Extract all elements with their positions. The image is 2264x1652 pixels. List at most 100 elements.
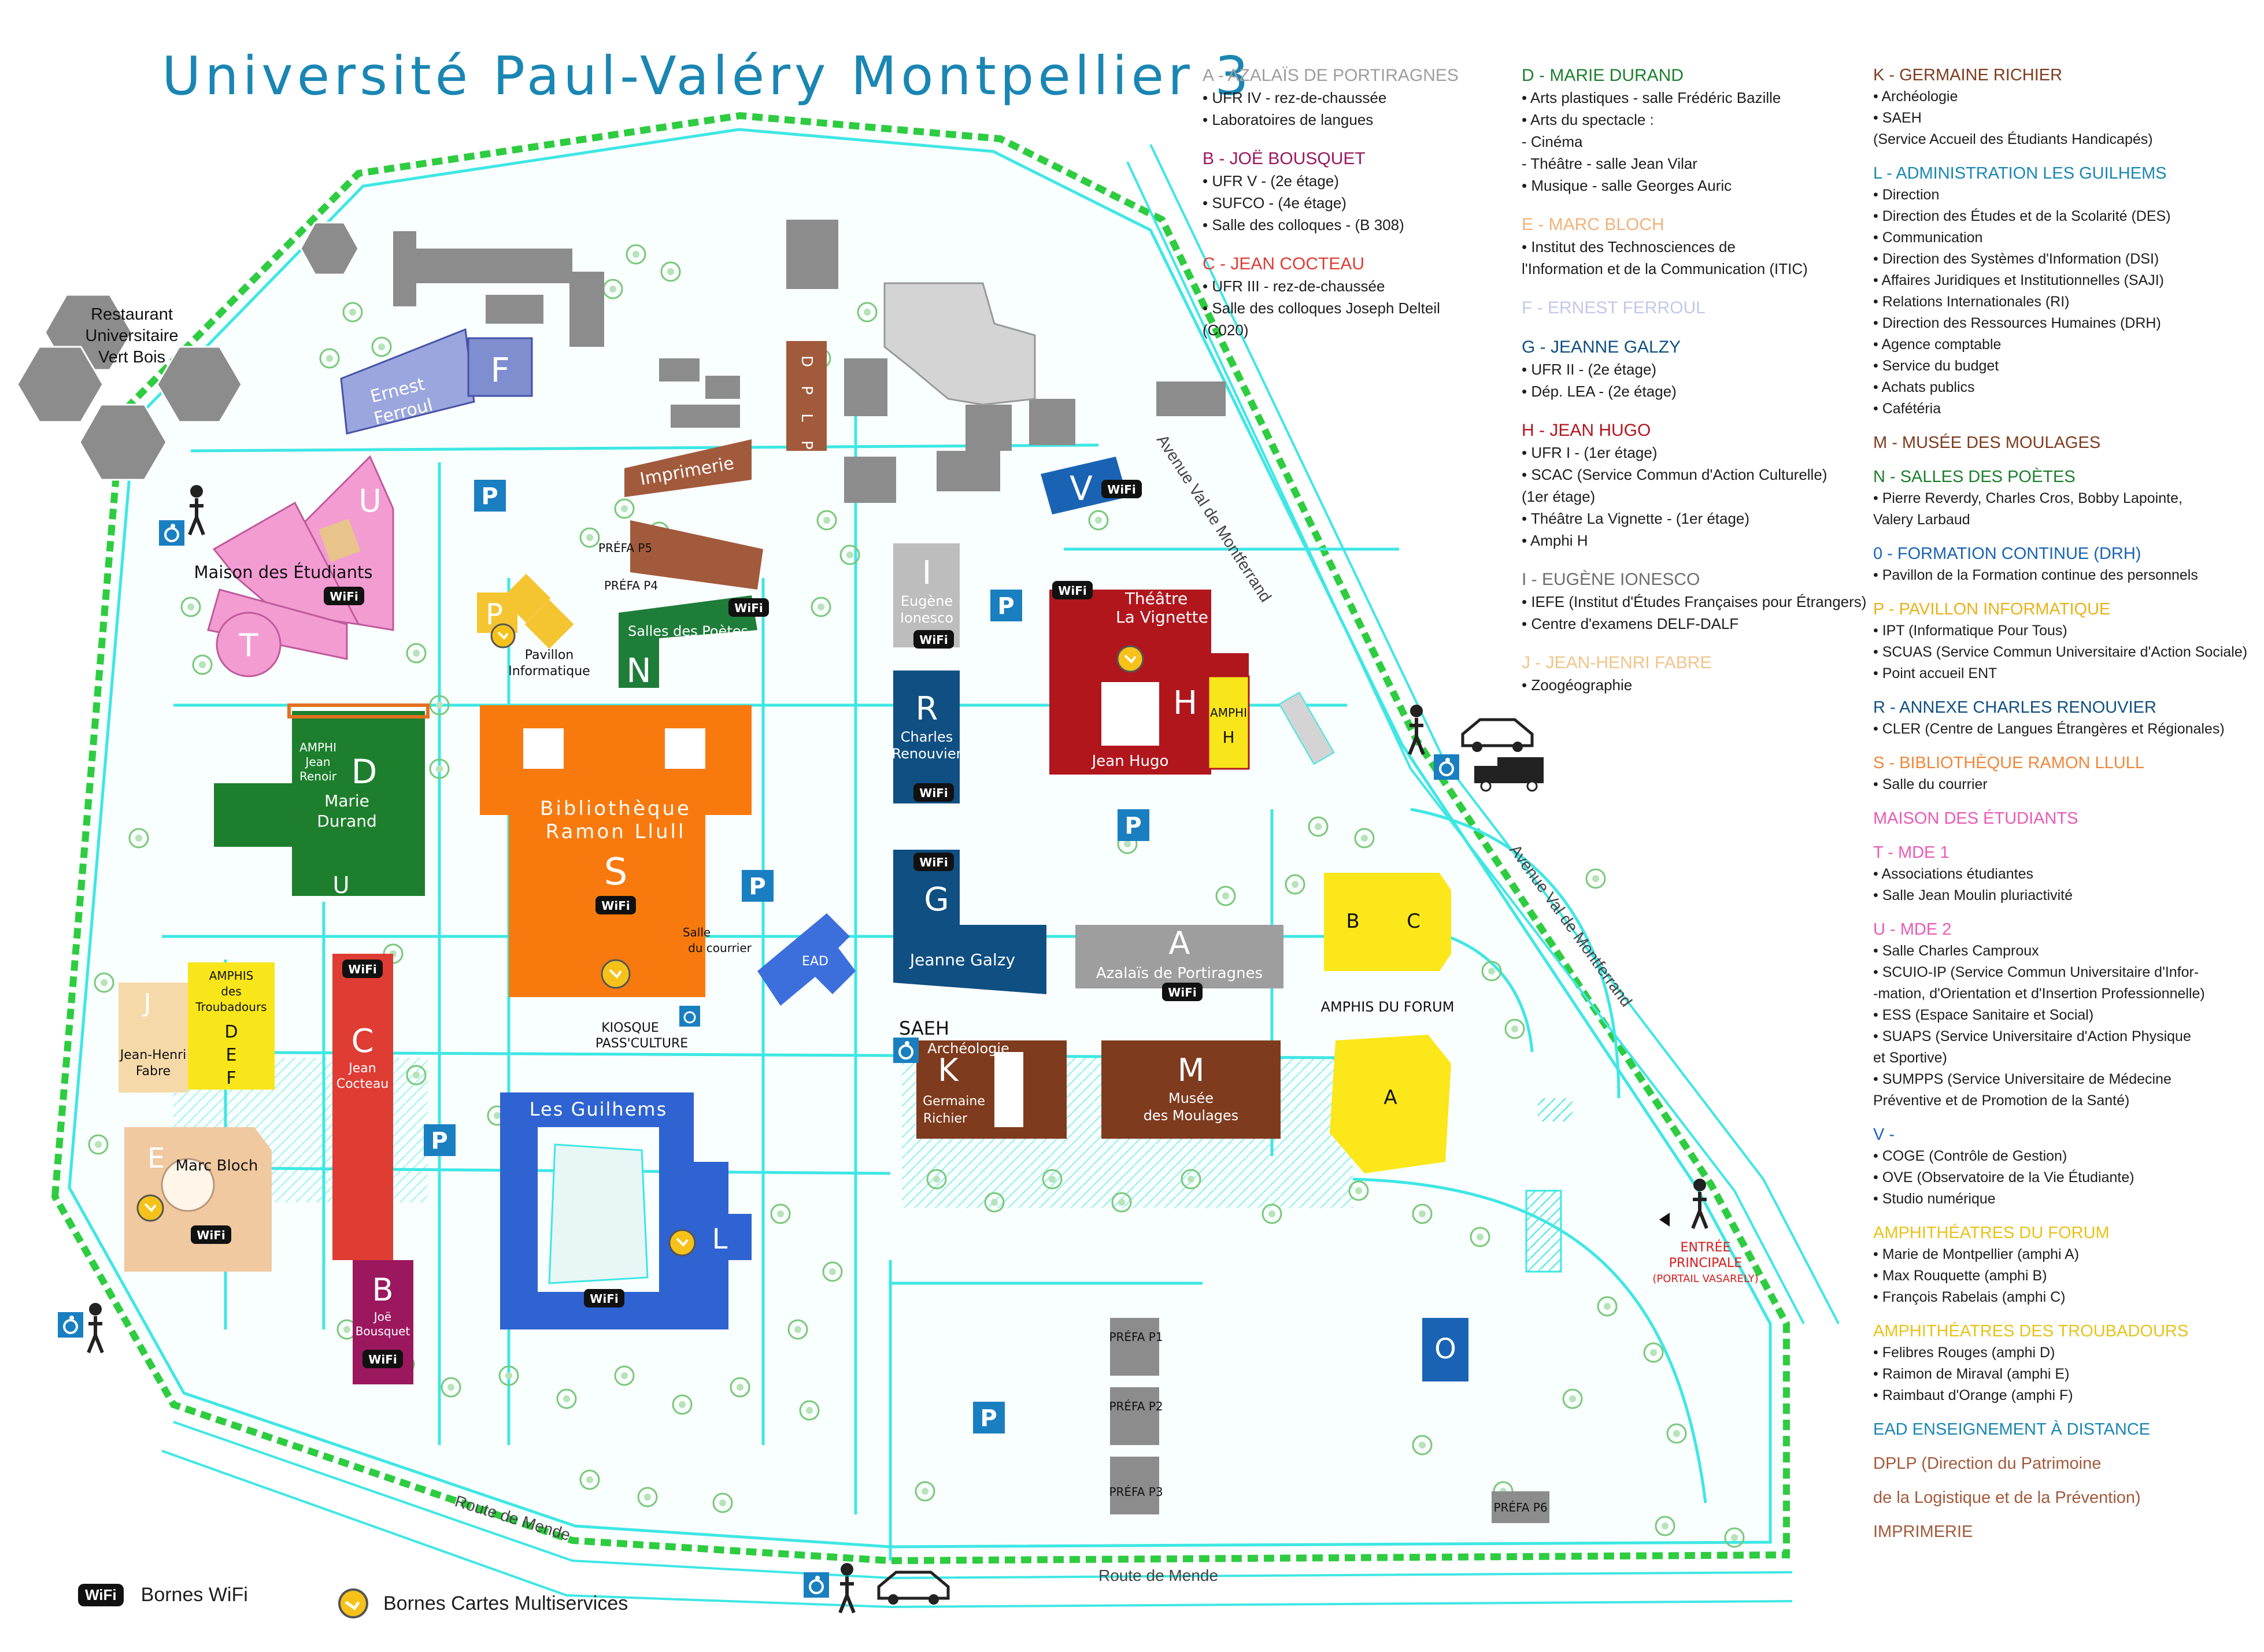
legend-line: • SCUAS (Service Commun Universitaire d'… [1873, 644, 2248, 660]
restaurant-name-3: Vert Bois [98, 348, 165, 366]
legend-line: • UFR IV - rez-de-chaussée [1203, 89, 1387, 106]
wheelchair-icon [804, 1572, 829, 1598]
forum-letter-C: C [1407, 910, 1420, 933]
svg-text:WiFi: WiFi [197, 1228, 225, 1242]
building-K[interactable]: Archéologie K Germaine Richier [916, 1040, 1067, 1139]
legend-section-heading: B - JOË BOUSQUET [1203, 149, 1366, 168]
legend-line: • Felibres Rouges (amphi D) [1873, 1344, 2055, 1361]
prefa-block[interactable]: PRÉFA P5 PRÉFA P4 [598, 520, 763, 592]
legend-line: • Communication [1873, 229, 1983, 246]
legend-line: • Salle du courrier [1873, 776, 1988, 792]
wifi-icon: WiFi [191, 1225, 231, 1244]
building-N[interactable]: Salles des Poètes N WiFi [619, 595, 769, 690]
legend-section-heading: E - MARC BLOCH [1522, 215, 1664, 234]
entrance-label-2: PRINCIPALE [1669, 1256, 1742, 1271]
legend-section: I - EUGÈNE IONESCO• IEFE (Institut d'Étu… [1522, 569, 1880, 635]
building-I-name-2: Ionesco [900, 610, 953, 626]
forum-letter-B: B [1346, 910, 1359, 933]
dplp-label: D P L P [798, 355, 815, 457]
building-H-name-2: La Vignette [1116, 608, 1208, 627]
building-B[interactable]: B Joë Bousquet WiFi [353, 1260, 413, 1384]
restaurant-name-2: Universitaire [85, 327, 178, 345]
building-V-letter: V [1070, 469, 1093, 508]
pedestrian-icon [1691, 1179, 1708, 1229]
legend-section: R - ANNEXE CHARLES RENOUVIER• CLER (Cent… [1873, 697, 2255, 740]
building-troubadours[interactable]: AMPHIS des Troubadours D E F [188, 962, 275, 1090]
building-C[interactable]: C Jean Cocteau WiFi [332, 954, 393, 1260]
card-terminal-icon [668, 1229, 696, 1257]
building-H[interactable]: Théâtre La Vignette H Jean Hugo WiFi [1049, 581, 1249, 775]
pedestrian-icon [838, 1563, 856, 1614]
legend-line: • Amphi H [1522, 532, 1588, 549]
forum-letter-A: A [1383, 1086, 1397, 1109]
legend-section-heading: de la Logistique et de la Prévention) [1873, 1488, 2141, 1507]
building-S-name-1: Bibliothèque [540, 797, 691, 820]
legend-line: • Direction des Ressources Humaines (DRH… [1873, 315, 2161, 331]
legend-line: (Service Accueil des Étudiants Handicapé… [1873, 131, 2153, 147]
legend-line: • Studio numérique [1873, 1191, 1996, 1207]
building-A-name: Azalaïs de Portiragnes [1096, 965, 1263, 982]
troubadours-name-3: Troubadours [195, 1000, 267, 1014]
building-E[interactable]: E Marc Bloch WiFi [124, 1127, 272, 1272]
legend-section: B - JOË BOUSQUET• UFR V - (2e étage)• SU… [1203, 148, 1503, 236]
legend-line: • Salle Charles Camproux [1873, 943, 2039, 959]
svg-text:WiFi: WiFi [919, 633, 948, 647]
car-icon [877, 1570, 950, 1605]
prefa-p6[interactable]: PRÉFA P6 [1492, 1491, 1549, 1523]
building-V[interactable]: V WiFi [1041, 457, 1142, 514]
legend-line: • SCAC (Service Commun d'Action Culturel… [1522, 466, 1828, 483]
building-EAD[interactable]: EAD [757, 913, 856, 1006]
building-forum-BC[interactable]: B C AMPHIS DU FORUM [1321, 873, 1455, 1015]
card-terminal-icon [136, 1194, 164, 1222]
building-R[interactable]: R Charles Renouvier WiFi [892, 671, 962, 803]
ead-label: EAD [802, 954, 828, 969]
svg-text:P: P [431, 1128, 447, 1154]
legend-section: V -• COGE (Contrôle de Gestion)• OVE (Ob… [1873, 1124, 2255, 1210]
legend-line: -mation, d'Orientation et d'Insertion Pr… [1873, 986, 2205, 1002]
legend-line: - Cinéma [1522, 133, 1583, 150]
amphi-H[interactable]: AMPHI H [1207, 675, 1250, 770]
building-forum-A[interactable]: A [1330, 1035, 1451, 1173]
building-U-letter: U [358, 483, 382, 519]
building-A[interactable]: A Azalaïs de Portiragnes WiFi [1075, 925, 1283, 1001]
building-E-letter: E [147, 1142, 165, 1175]
building-L-name: Les Guilhems [530, 1098, 667, 1120]
building-M[interactable]: M Musée des Moulages [1101, 1040, 1281, 1139]
troubadours-name-1: AMPHIS [209, 969, 254, 983]
streets [161, 144, 1840, 1609]
legend-section: D - MARIE DURAND• Arts plastiques - sall… [1522, 65, 1880, 197]
legend-line: • Zoogéographie [1522, 676, 1633, 694]
building-J[interactable]: J Jean-Henri Fabre [119, 983, 188, 1092]
legend-section: MAISON DES ÉTUDIANTS [1873, 808, 2255, 829]
building-L[interactable]: Les Guilhems L WiFi [500, 1092, 752, 1329]
building-K-name-1: Germaine [923, 1094, 985, 1109]
building-G[interactable]: G Jeanne Galzy WiFi [893, 850, 1046, 994]
building-D-amphi-2: Jean [304, 755, 330, 769]
parking-icon: P [742, 870, 774, 902]
legend-section: J - JEAN-HENRI FABRE• Zoogéographie [1522, 652, 1880, 696]
prefa-p2[interactable]: PRÉFA P2 [1109, 1387, 1163, 1445]
building-dplp[interactable]: D P L P [786, 341, 827, 457]
legend-line: • IEFE (Institut d'Études Françaises pou… [1522, 593, 1867, 610]
building-O[interactable]: O [1422, 1318, 1468, 1381]
legend-line: (1er étage) [1522, 488, 1596, 505]
building-C-name-1: Jean [347, 1061, 376, 1076]
building-D[interactable]: AMPHI Jean Renoir D Marie Durand U [214, 703, 430, 899]
building-A-letter: A [1169, 925, 1190, 961]
building-mde[interactable]: U T Maison des Étudiants WiFi [194, 455, 394, 677]
legend-section: U - MDE 2• Salle Charles Camproux• SCUIO… [1873, 919, 2255, 1112]
prefa-p3[interactable]: PRÉFA P3 [1109, 1457, 1163, 1514]
building-T-letter: T [239, 627, 259, 664]
building-J-name-1: Jean-Henri [119, 1048, 187, 1062]
access-icons [58, 485, 1708, 1614]
legend-line: • Pavillon de la Formation continue des … [1873, 567, 2198, 583]
svg-text:WiFi: WiFi [348, 962, 376, 976]
building-S[interactable]: Bibliothèque Ramon Llull S WiFi Salle du… [480, 705, 752, 997]
legend-column-2: D - MARIE DURAND• Arts plastiques - sall… [1522, 65, 1880, 713]
prefa-p1[interactable]: PRÉFA P1 [1109, 1318, 1163, 1376]
building-I[interactable]: I Eugène Ionesco WiFi [893, 543, 960, 649]
legend-line: • Arts du spectacle : [1522, 111, 1654, 128]
building-G-letter: G [924, 881, 949, 918]
legend-line: • François Rabelais (amphi C) [1873, 1289, 2066, 1305]
legend-line: • Pierre Reverdy, Charles Cros, Bobby La… [1873, 490, 2182, 506]
